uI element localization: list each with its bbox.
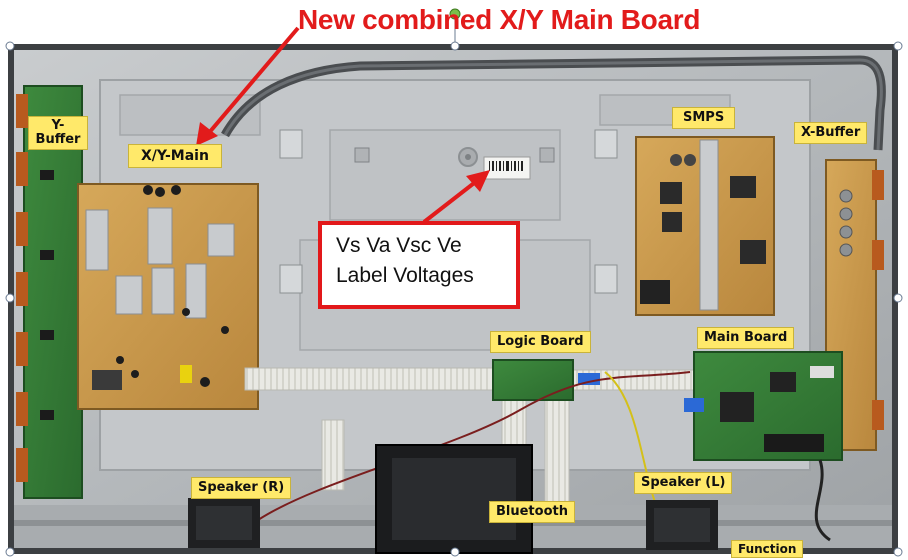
callout-line-1: Vs Va Vsc Ve [336, 234, 462, 257]
main-board-label: Main Board [697, 327, 795, 349]
y-buffer-label-line-1: Y- [51, 118, 65, 133]
y-buffer-label-line-2: Buffer [35, 132, 81, 147]
logic-board [492, 359, 600, 401]
voltage-callout-box: Vs Va Vsc Ve Label Voltages [318, 221, 520, 309]
smps-label: SMPS [672, 107, 736, 129]
annotation-arrows [196, 26, 490, 224]
speaker-wires [257, 371, 831, 542]
speaker-r-label: Speaker (R) [191, 477, 292, 499]
speakers [188, 498, 718, 550]
y-buffer-board [16, 85, 83, 499]
speaker-l-label: Speaker (L) [634, 472, 733, 494]
xy-main-label: X/Y-Main [128, 144, 222, 168]
stand-mount [375, 444, 533, 554]
smps-board [635, 136, 775, 316]
logic-board-label: Logic Board [490, 331, 591, 353]
selection-handles[interactable] [5, 8, 903, 557]
headline-annotation: New combined X/Y Main Board [298, 4, 701, 35]
main-board [684, 351, 843, 461]
xy-main-board [77, 183, 259, 410]
bluetooth-label: Bluetooth [489, 501, 575, 523]
function-label: Function [731, 540, 804, 558]
callout-line-2: Label Voltages [336, 264, 474, 287]
x-buffer-label: X-Buffer [794, 122, 868, 144]
y-buffer-label: Y- Buffer [28, 116, 88, 150]
